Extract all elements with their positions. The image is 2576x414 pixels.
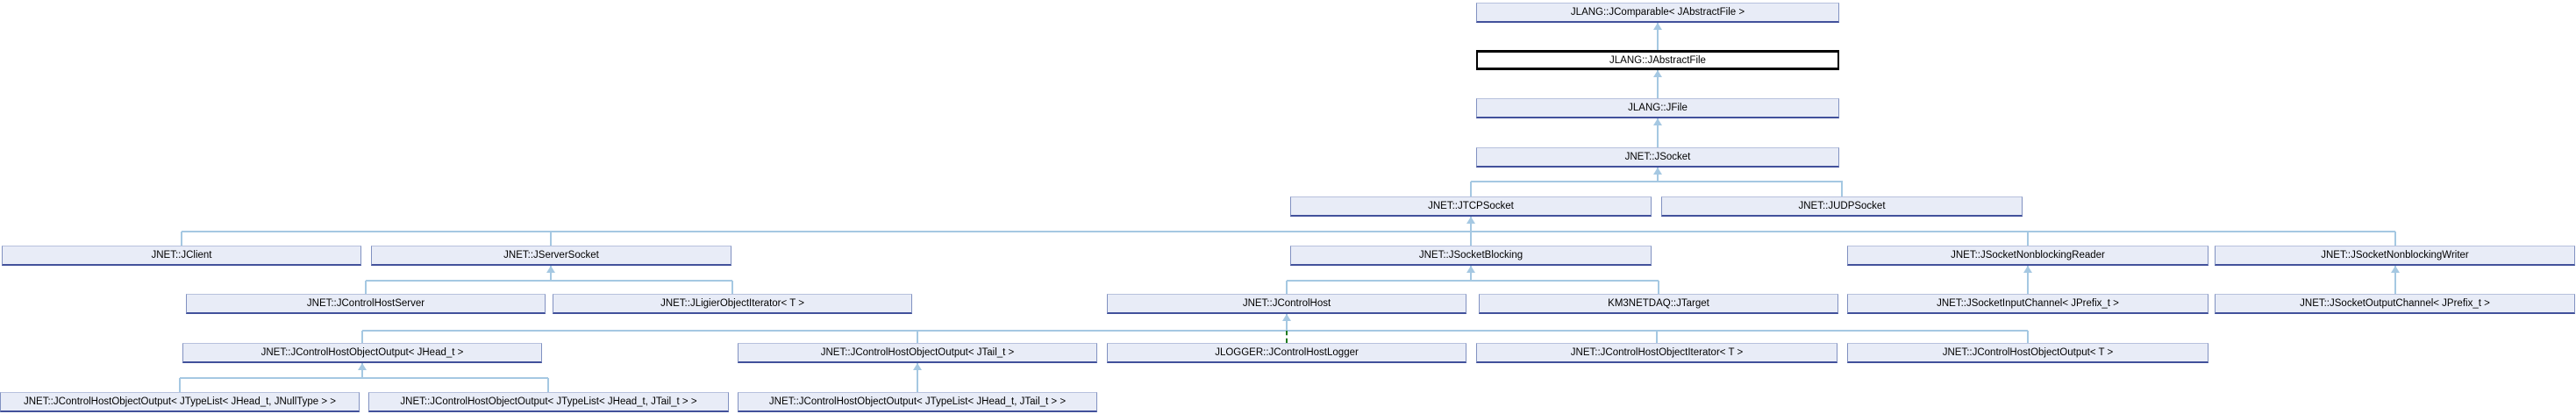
edge-line (1657, 118, 1659, 147)
edge-line (1287, 280, 1659, 282)
node-jcontrolhostlogger[interactable]: JLOGGER::JControlHostLogger (1107, 343, 1466, 363)
edge-line (550, 232, 552, 246)
node-jfile[interactable]: JLANG::JFile (1476, 98, 1839, 118)
node-jcontrolhostobjectoutput-jhead[interactable]: JNET::JControlHostObjectOutput< JHead_t … (182, 343, 542, 363)
edge-line (731, 281, 733, 294)
edge-line (1286, 314, 1288, 331)
edge-line (366, 280, 732, 282)
edge-line (1471, 181, 1843, 182)
node-jcontrolhostobjectoutput-jtail[interactable]: JNET::JControlHostObjectOutput< JTail_t … (738, 343, 1097, 363)
node-jsocketnonblockingwriter[interactable]: JNET::JSocketNonblockingWriter (2215, 246, 2575, 266)
edge-line (547, 378, 549, 392)
edge-line (2394, 266, 2396, 294)
edge-line (1286, 281, 1288, 294)
edge-line (182, 231, 2395, 232)
node-jligierobjectiterator[interactable]: JNET::JLigierObjectIterator< T > (553, 294, 912, 314)
node-output-typelist-jnulltype[interactable]: JNET::JControlHostObjectOutput< JTypeLis… (0, 392, 360, 412)
edge-line (550, 266, 552, 281)
node-jserversocket[interactable]: JNET::JServerSocket (371, 246, 731, 266)
node-output-typelist-jtail-2[interactable]: JNET::JControlHostObjectOutput< JTypeLis… (738, 392, 1097, 412)
edge-line (917, 363, 918, 392)
edge-line (365, 281, 367, 294)
edge-line (181, 232, 182, 246)
node-jtcpsocket[interactable]: JNET::JTCPSocket (1290, 196, 1652, 217)
node-jtarget[interactable]: KM3NETDAQ::JTarget (1479, 294, 1838, 314)
node-jsocket[interactable]: JNET::JSocket (1476, 147, 1839, 168)
node-jcontrolhostobjectiterator[interactable]: JNET::JControlHostObjectIterator< T > (1476, 343, 1837, 363)
edge-line (2394, 232, 2396, 246)
node-output-typelist-jtail-1[interactable]: JNET::JControlHostObjectOutput< JTypeLis… (368, 392, 729, 412)
node-jcontrolhostobjectoutput-t[interactable]: JNET::JControlHostObjectOutput< T > (1847, 343, 2209, 363)
edge-line (1657, 168, 1659, 182)
edge-line (180, 377, 548, 379)
edge-line (362, 330, 2028, 332)
edge-line (917, 331, 918, 343)
edge-line (179, 378, 181, 392)
edge-line (1658, 281, 1659, 294)
node-jclient[interactable]: JNET::JClient (2, 246, 361, 266)
node-jsocketoutputchannel[interactable]: JNET::JSocketOutputChannel< JPrefix_t > (2215, 294, 2575, 314)
edge-line (1470, 182, 1472, 196)
protected-inheritance-edge-line (1286, 331, 1288, 343)
edge-line (1657, 23, 1659, 50)
node-jcontrolhostserver[interactable]: JNET::JControlHostServer (186, 294, 546, 314)
edge-line (1657, 70, 1659, 98)
node-jcomparable-jabstractfile[interactable]: JLANG::JComparable< JAbstractFile > (1476, 3, 1839, 23)
edge-line (361, 363, 363, 378)
edge-line (1470, 266, 1472, 281)
node-jsocketblocking[interactable]: JNET::JSocketBlocking (1290, 246, 1652, 266)
edge-line (2027, 232, 2029, 246)
node-judpsocket[interactable]: JNET::JUDPSocket (1661, 196, 2023, 217)
node-jabstractfile: JLANG::JAbstractFile (1476, 50, 1839, 70)
node-jsocketnonblockingreader[interactable]: JNET::JSocketNonblockingReader (1847, 246, 2209, 266)
edge-line (1656, 331, 1658, 343)
edge-line (1841, 182, 1843, 196)
node-jcontrolhost[interactable]: JNET::JControlHost (1107, 294, 1466, 314)
edge-line (361, 331, 363, 343)
node-jsocketinputchannel[interactable]: JNET::JSocketInputChannel< JPrefix_t > (1847, 294, 2209, 314)
edge-line (2027, 266, 2029, 294)
edge-line (2027, 331, 2029, 343)
